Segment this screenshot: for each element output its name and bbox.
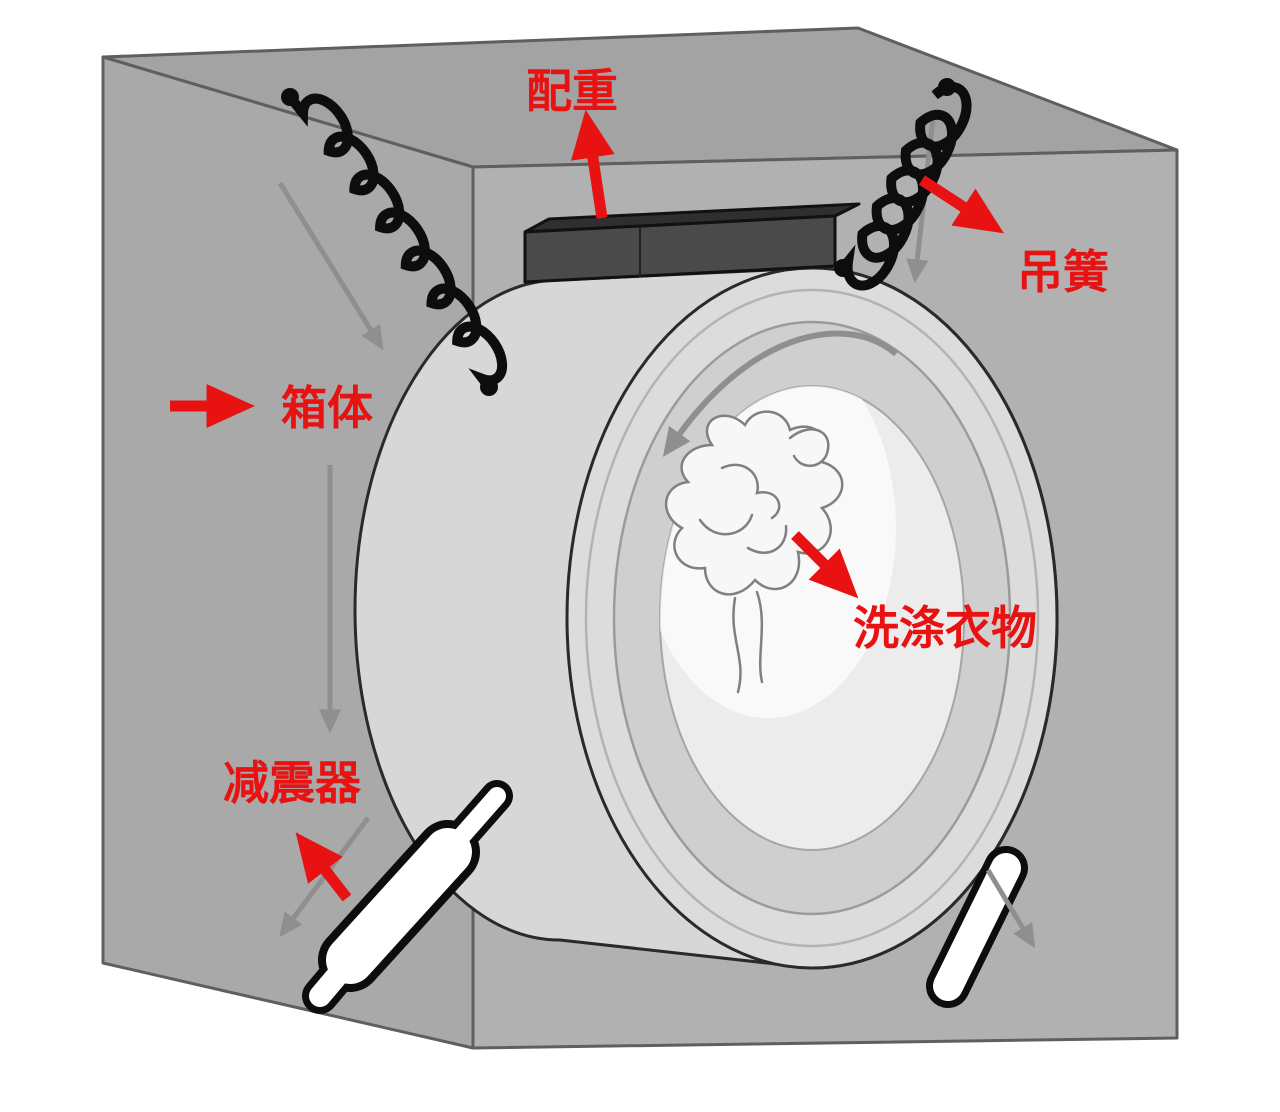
suspension-spring-left — [281, 88, 508, 396]
motion-arrow-damper-right — [985, 868, 1036, 949]
label-damper: 减震器 — [223, 756, 362, 810]
drum-rotation-arrow — [662, 330, 898, 457]
drum-rim-inner-line — [584, 288, 1040, 948]
spring-left-bottom-hook — [480, 378, 498, 396]
suspension-spring-right — [834, 78, 972, 291]
damper-left — [302, 780, 513, 1014]
damper-left-body — [326, 828, 472, 984]
laundry-clothes — [665, 410, 844, 694]
drum — [353, 266, 1059, 970]
label-cabinet: 箱体 — [281, 381, 373, 435]
pointer-laundry — [791, 531, 859, 599]
counterweight-block — [523, 202, 861, 284]
pointer-counterweight — [571, 109, 615, 219]
spring-left-coil — [285, 92, 508, 392]
label-laundry: 洗涤衣物 — [853, 601, 1037, 655]
spring-right-bottom-hook — [834, 259, 852, 277]
label-spring: 吊簧 — [1017, 245, 1109, 299]
pointer-damper — [295, 832, 352, 902]
motion-arrow-spring-left — [277, 181, 384, 351]
label-counterweight: 配重 — [526, 64, 618, 118]
spring-right-coil — [838, 82, 972, 291]
pointer-spring — [918, 175, 1004, 234]
